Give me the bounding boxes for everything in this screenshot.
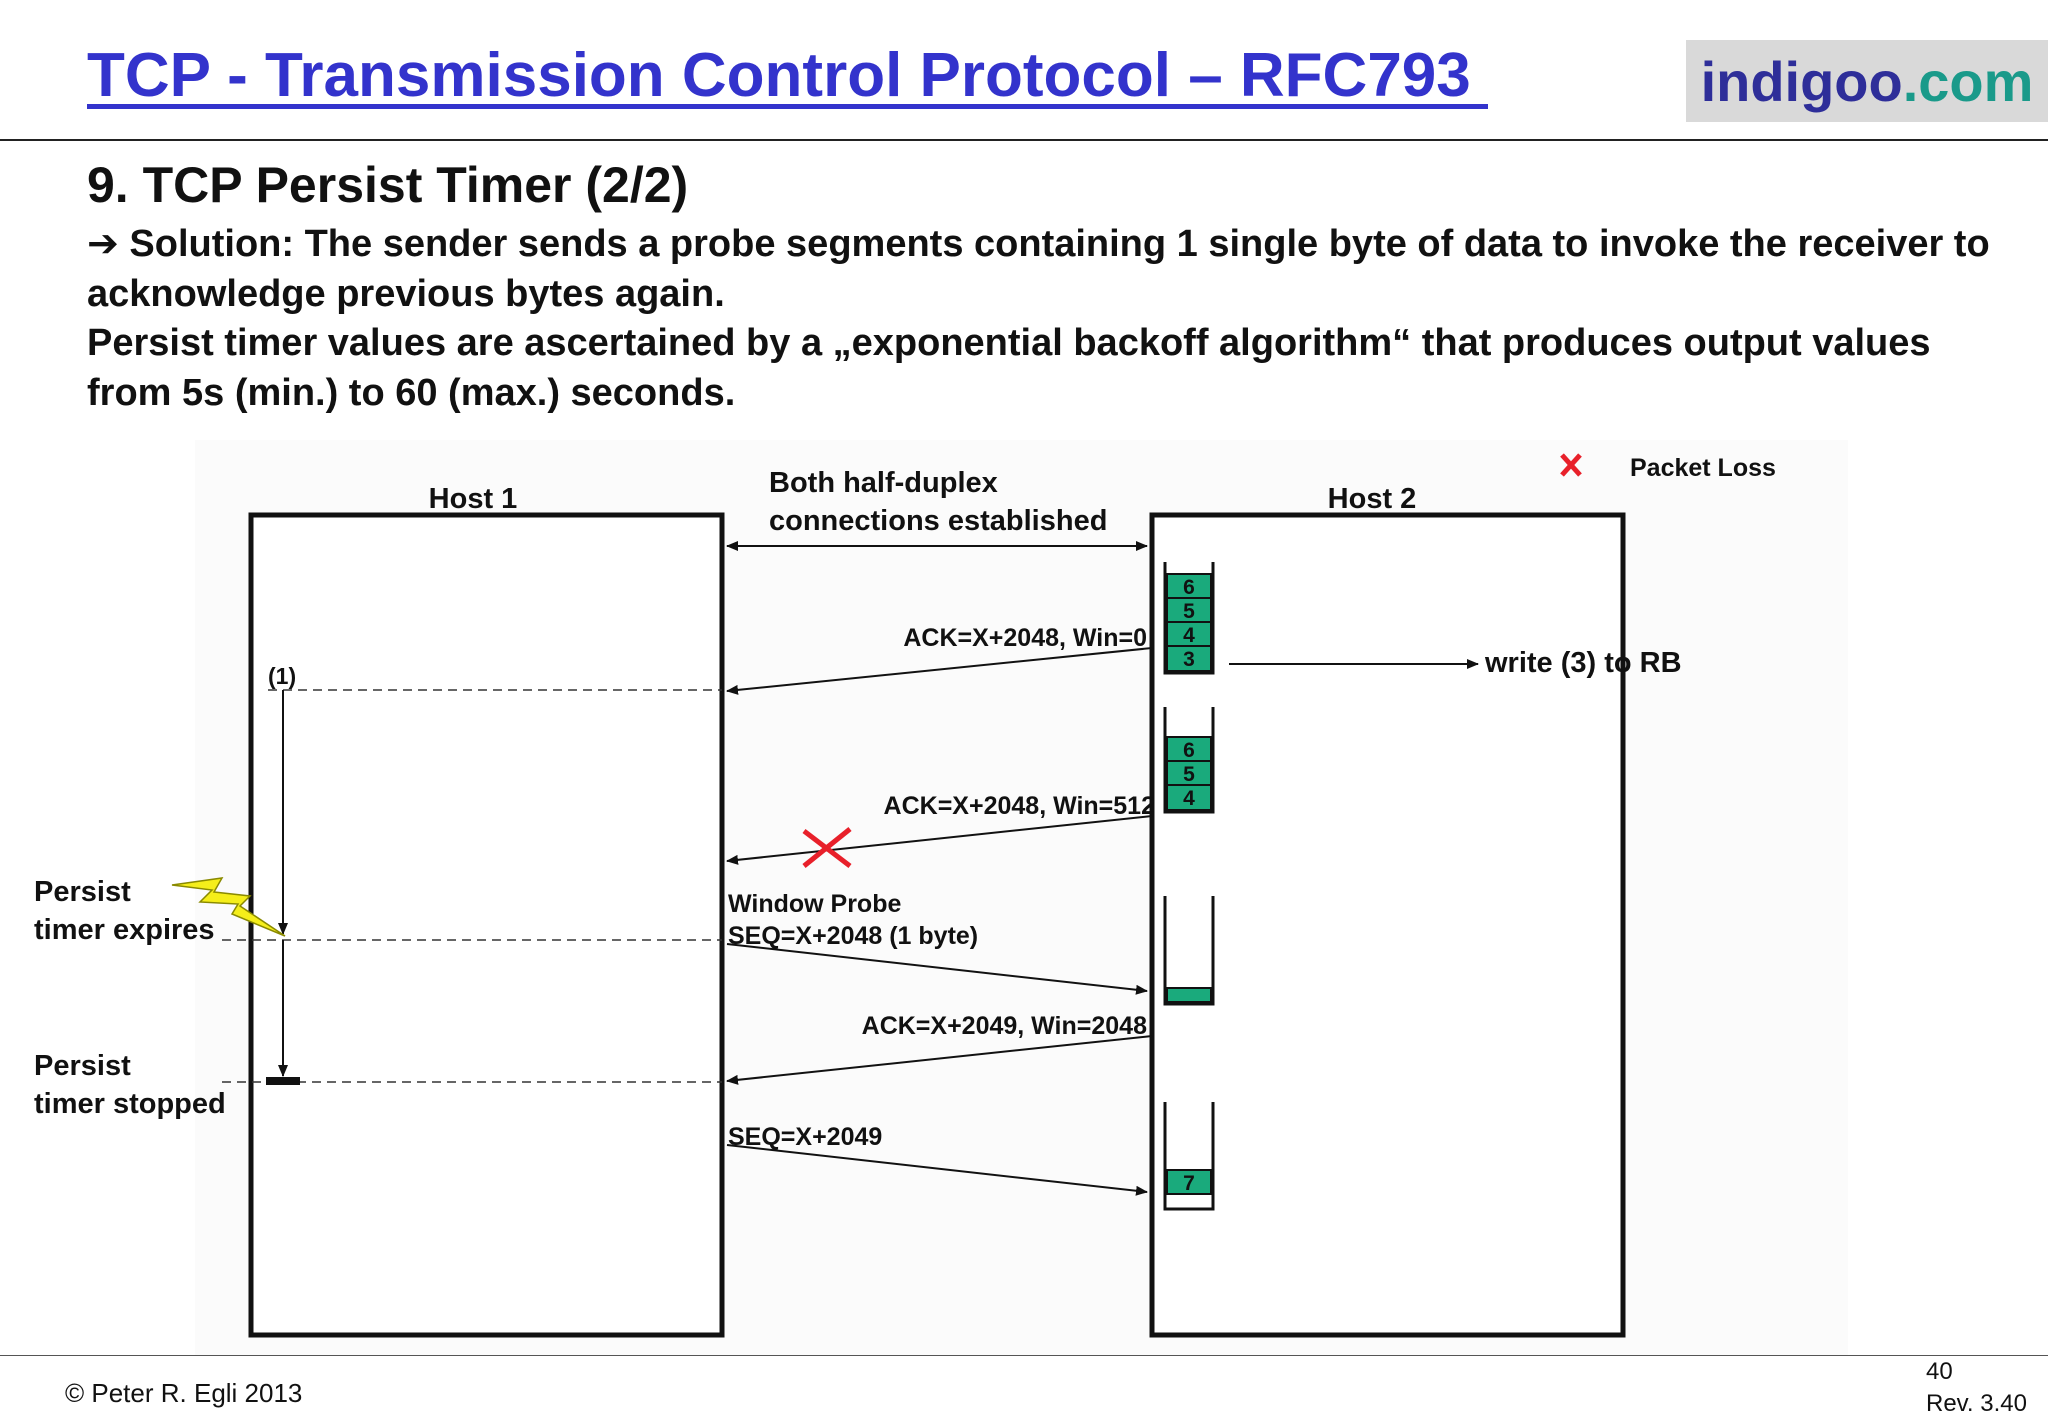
receive-buffer-3	[1163, 896, 1215, 1006]
msg-ack-win2048-label: ACK=X+2049, Win=2048	[862, 1012, 1147, 1040]
section-heading: 9. TCP Persist Timer (2/2)	[87, 157, 689, 213]
legend-packet-loss: Packet Loss	[1630, 454, 1776, 482]
msg-ack-win0-arrow	[726, 647, 1153, 695]
buffer-cell	[1166, 621, 1212, 647]
buffer-cell-label: 3	[1183, 648, 1195, 671]
arrow-right-icon: ➔	[87, 221, 119, 265]
page-info: 40 Rev. 3.40	[1926, 1356, 2027, 1420]
revision: Rev. 3.40	[1926, 1390, 2027, 1417]
buffer-cell	[1166, 760, 1212, 786]
lightning-icon	[171, 877, 286, 937]
host1-label: Host 1	[429, 483, 518, 515]
persist-stopped-line1: Persist	[34, 1050, 131, 1082]
receive-buffer-2: 6 5 4	[1163, 707, 1215, 814]
persist-expires-line2: timer expires	[34, 914, 215, 946]
buffer-cell-label: 4	[1183, 624, 1195, 647]
buffer-cell	[1166, 736, 1212, 762]
brand-logo: indigoo.com	[1686, 40, 2048, 122]
persist-timer-paragraph: Persist timer values are ascertained by …	[87, 322, 1931, 414]
timer-stop-bar	[266, 1077, 300, 1085]
brand-name: indigoo	[1700, 49, 1903, 113]
msg-ack-win512-arrow	[726, 815, 1153, 865]
page-number: 40	[1926, 1358, 1953, 1385]
buffer-cell-label: 5	[1183, 600, 1195, 623]
buffer-cell	[1166, 1169, 1212, 1195]
buffer-cell	[1166, 645, 1212, 672]
host2-box	[1149, 512, 1626, 1338]
timer-marker-1: (1)	[268, 663, 296, 689]
buffer-cell	[1166, 784, 1212, 811]
buffer-cell	[1166, 597, 1212, 623]
host2-label: Host 2	[1328, 483, 1417, 515]
msg-seq2049-label: SEQ=X+2049	[728, 1123, 882, 1151]
persist-expires-line1: Persist	[34, 876, 131, 908]
buffer-cell-label: 4	[1183, 787, 1195, 810]
buffer-cell-label: 6	[1183, 576, 1195, 599]
buffer-cell-label: 7	[1183, 1172, 1195, 1195]
msg-window-probe-arrow	[726, 943, 1148, 995]
msg-ack-win2048-arrow	[726, 1035, 1153, 1085]
buffer-cell	[1166, 573, 1212, 599]
persist-stopped-line2: timer stopped	[34, 1088, 226, 1120]
brand-domain: .com	[1902, 49, 2034, 113]
connection-label-line1: Both half-duplex	[769, 467, 998, 499]
msg-ack-win0-label: ACK=X+2048, Win=0	[903, 624, 1147, 652]
header-divider	[0, 139, 2048, 141]
buffer-cell	[1166, 987, 1212, 1003]
packet-loss-cross-icon	[802, 827, 852, 868]
packet-loss-icon	[1560, 453, 1582, 477]
receive-buffer-4: 7	[1163, 1102, 1215, 1211]
msg-seq2049-arrow	[726, 1144, 1148, 1196]
msg-ack-win512-label: ACK=X+2048, Win=512	[884, 792, 1155, 820]
msg-window-probe-line2: SEQ=X+2048 (1 byte)	[728, 922, 978, 950]
slide-title[interactable]: TCP - Transmission Control Protocol – RF…	[87, 41, 1488, 110]
buffer-cell-label: 5	[1183, 763, 1195, 786]
footer-divider	[0, 1355, 2048, 1356]
msg-window-probe-line1: Window Probe	[728, 890, 901, 918]
connection-label-line2: connections established	[769, 505, 1107, 537]
buffer-cell-label: 6	[1183, 739, 1195, 762]
receive-buffer-1: 6 5 4 3	[1163, 562, 1215, 675]
write-label: write (3) to RB	[1484, 647, 1682, 679]
solution-text: Solution: The sender sends a probe segme…	[87, 223, 1990, 315]
solution-paragraph: ➔ Solution: The sender sends a probe seg…	[87, 218, 2017, 319]
host1-box	[248, 512, 725, 1338]
copyright: © Peter R. Egli 2013	[65, 1378, 303, 1408]
